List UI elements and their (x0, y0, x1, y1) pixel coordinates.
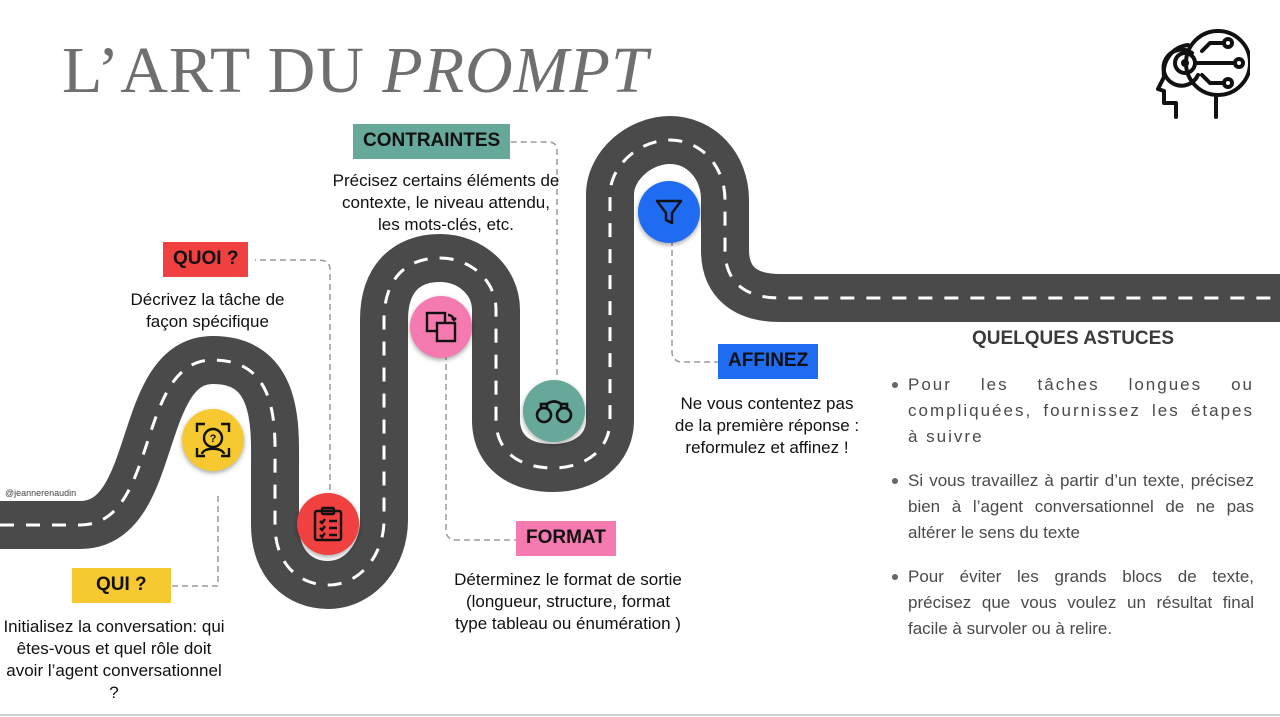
marker-qui: ? (182, 409, 244, 471)
funnel-icon (655, 199, 683, 225)
svg-text:?: ? (210, 433, 217, 445)
desc-contraintes: Précisez certains éléments de contexte, … (332, 171, 560, 234)
bottom-rule (0, 714, 1280, 716)
user-question-icon: ? (195, 422, 231, 458)
desc-qui: Initialisez la conversation: qui êtes-vo… (3, 617, 225, 702)
tag-quoi: QUOI ? (163, 242, 249, 277)
tag-qui: QUI ? (72, 568, 171, 603)
tag-format: FORMAT (516, 521, 616, 556)
tip-item: Si vous travaillez à partir d’un texte, … (890, 468, 1254, 546)
tag-affinez: AFFINEZ (718, 344, 819, 379)
leader-format (445, 354, 516, 541)
leader-affinez (671, 240, 718, 363)
marker-contraintes (523, 380, 585, 442)
tips-list: Pour les tâches longues ou compliquées, … (890, 372, 1254, 660)
desc-quoi: Décrivez la tâche de façon spécifique (130, 290, 285, 331)
tips-title: QUELQUES ASTUCES (972, 328, 1174, 349)
road-center-dashes (0, 138, 1280, 587)
tip-item: Pour les tâches longues ou compliquées, … (890, 372, 1254, 450)
leader-contraintes (510, 141, 558, 375)
page-title: L’ART DU PROMPT (62, 38, 649, 104)
leader-quoi (255, 259, 331, 490)
leader-qui (168, 496, 219, 587)
desc-affinez: Ne vous contentez pas de la première rép… (674, 394, 860, 457)
title-main: L’ART DU (62, 34, 383, 107)
copy-squares-icon (425, 311, 457, 343)
tip-item: Pour éviter les grands blocs de texte, p… (890, 564, 1254, 642)
title-italic: PROMPT (382, 34, 649, 107)
desc-format: Déterminez le format de sortie (longueur… (454, 570, 682, 633)
credit-handle: @jeannerenaudin (5, 488, 77, 498)
tag-contraintes: CONTRAINTES (353, 124, 511, 159)
ai-head-icon (1156, 29, 1250, 119)
handcuffs-icon (535, 400, 573, 424)
marker-quoi (297, 493, 359, 555)
clipboard-list-icon (313, 506, 343, 542)
marker-affinez (638, 181, 700, 243)
marker-format (410, 296, 472, 358)
